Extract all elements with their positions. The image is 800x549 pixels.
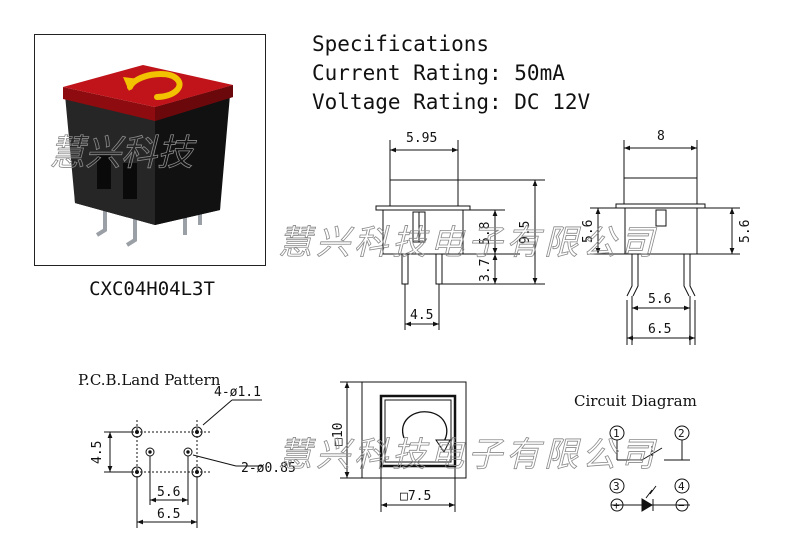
spec-current-rating: Current Rating: 50mA — [312, 61, 565, 85]
dim-side-right-height: 5.6 — [738, 220, 753, 243]
top-view-outer-size: □10 — [331, 423, 346, 446]
watermark-middle: 慧兴科技电子有限公司 — [278, 223, 658, 263]
pcb-title: P.C.B.Land Pattern — [78, 371, 221, 389]
dim-front-body-height: 5.8 — [478, 222, 493, 245]
top-view-inner-size: □7.5 — [400, 489, 431, 504]
svg-text:慧兴科技: 慧兴科技 — [49, 133, 197, 174]
dim-side-left-height: 5.6 — [581, 220, 596, 243]
dim-side-pin-spacing: 5.6 — [648, 292, 671, 307]
pcb-inner-spacing: 5.6 — [157, 485, 180, 500]
front-view — [375, 179, 471, 294]
circuit-diagram — [609, 425, 690, 512]
product-photo — [63, 65, 233, 247]
circuit-pin-3: 3 — [613, 480, 620, 493]
circuit-plus: + — [613, 499, 620, 512]
circuit-pin-2: 2 — [678, 427, 685, 440]
dim-front-pin-spacing: 4.5 — [410, 308, 433, 323]
dim-front-pin-length: 3.7 — [478, 259, 493, 282]
pcb-hole-small: 2-ø0.85 — [241, 461, 296, 476]
side-view — [615, 177, 706, 297]
dim-side-width-top: 8 — [657, 129, 665, 144]
dim-side-outer-width: 6.5 — [648, 322, 671, 337]
circuit-title: Circuit Diagram — [574, 392, 697, 410]
pcb-outer-spacing: 6.5 — [157, 507, 180, 522]
pcb-hole-large: 4-ø1.1 — [214, 385, 261, 400]
dim-front-width-top: 5.95 — [406, 131, 437, 146]
pcb-land-pattern — [120, 420, 210, 480]
dim-front-total-height: 9.5 — [518, 221, 533, 244]
pcb-vertical-spacing: 4.5 — [90, 441, 105, 464]
top-view — [361, 381, 467, 479]
watermark-photo: 慧兴科技 — [49, 133, 198, 175]
watermark-bottom: 慧兴科技电子有限公司 — [278, 435, 658, 475]
product-photo-frame: 慧兴科技 — [34, 34, 266, 266]
circuit-pin-4: 4 — [678, 480, 685, 493]
circuit-minus: − — [678, 499, 685, 512]
circuit-pin-1: 1 — [613, 427, 620, 440]
spec-heading: Specifications — [312, 32, 490, 56]
spec-voltage-rating: Voltage Rating: DC 12V — [312, 90, 591, 114]
model-number: CXC04H04L3T — [89, 278, 215, 300]
